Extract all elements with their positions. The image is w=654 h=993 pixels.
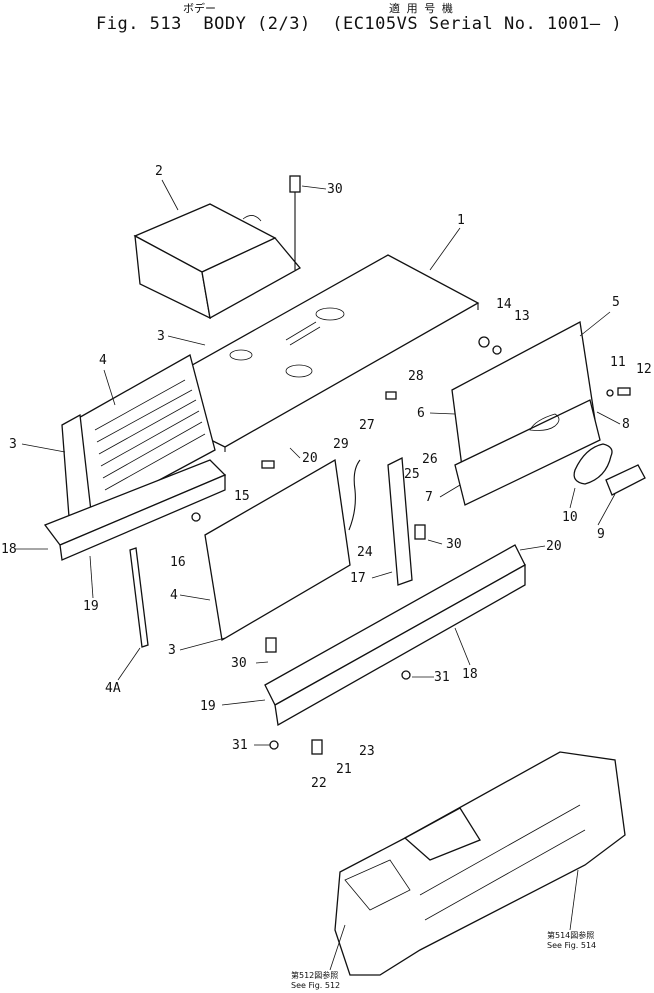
cross-references: 第512図参照 See Fig. 512 第514図参照 See Fig. 51… <box>291 930 596 990</box>
part-4-front-panel <box>204 458 351 642</box>
callout-28: 28 <box>408 369 424 384</box>
callout-31a: 31 <box>434 670 450 685</box>
leader-lines <box>15 179 621 971</box>
callout-21: 21 <box>336 762 352 777</box>
callout-labels: 1 2 3 3 3 4 4 4A 5 6 7 8 9 10 11 12 13 1… <box>1 164 652 791</box>
ref-fig512-jp: 第512図参照 <box>291 970 338 980</box>
callout-29: 29 <box>333 437 349 452</box>
callout-14: 14 <box>496 297 512 312</box>
callout-18a: 18 <box>1 542 17 557</box>
callout-3a: 3 <box>157 329 165 344</box>
section-title: BODY (2/3) <box>203 14 311 34</box>
part-5-right-panel <box>451 320 601 506</box>
callout-30c: 30 <box>231 656 247 671</box>
callout-31b: 31 <box>232 738 248 753</box>
callout-19a: 19 <box>83 599 99 614</box>
callout-4a: 4 <box>99 353 107 368</box>
callout-16: 16 <box>170 555 186 570</box>
callout-10: 10 <box>562 510 578 525</box>
callout-30b: 30 <box>446 537 462 552</box>
figure-label: Fig. 513 <box>96 14 182 34</box>
part-9-glass <box>605 464 646 496</box>
callout-17: 17 <box>350 571 366 586</box>
callout-2: 2 <box>155 164 163 179</box>
callout-1: 1 <box>457 213 465 228</box>
ref-fig514-jp: 第514図参照 <box>547 930 594 940</box>
callout-5: 5 <box>612 295 620 310</box>
callout-22: 22 <box>311 776 327 791</box>
callout-11: 11 <box>610 355 626 370</box>
callout-23: 23 <box>359 744 375 759</box>
machine-overview <box>334 751 626 976</box>
section-title-jp: ボデー <box>183 2 216 15</box>
callout-20b: 20 <box>546 539 562 554</box>
part-17-post <box>387 456 413 586</box>
applicability-text: (EC105VS Serial No. 1001– ) <box>332 14 623 34</box>
callout-18b: 18 <box>462 667 478 682</box>
part-10-seal <box>573 443 613 485</box>
fasteners <box>191 175 631 755</box>
callout-6: 6 <box>417 406 425 421</box>
callout-19b: 19 <box>200 699 216 714</box>
callout-12: 12 <box>636 362 652 377</box>
callout-4A: 4A <box>105 681 121 696</box>
part-24-rod <box>348 459 361 531</box>
callout-8: 8 <box>622 417 630 432</box>
part-18-rail-left <box>43 459 227 561</box>
callout-27: 27 <box>359 418 375 433</box>
callout-26: 26 <box>422 452 438 467</box>
callout-3c: 3 <box>168 643 176 658</box>
callout-24: 24 <box>357 545 373 560</box>
ref-fig512: See Fig. 512 <box>291 981 340 990</box>
applicability-title-jp: 適 用 号 機 <box>389 2 453 15</box>
callout-9: 9 <box>597 527 605 542</box>
callout-15: 15 <box>234 489 250 504</box>
part-4a-strip <box>129 547 149 648</box>
figure-header: Fig. 513 BODY (2/3) (EC105VS Serial No. … <box>96 14 622 34</box>
callout-30a: 30 <box>327 182 343 197</box>
callout-25: 25 <box>404 467 420 482</box>
callout-13: 13 <box>514 309 530 324</box>
part-18-rail-right <box>264 544 526 727</box>
callout-7: 7 <box>425 490 433 505</box>
part-2-box <box>133 203 302 320</box>
callout-4b: 4 <box>170 588 178 603</box>
callout-20a: 20 <box>302 451 318 466</box>
callout-3b: 3 <box>9 437 17 452</box>
ref-fig514: See Fig. 514 <box>547 941 596 950</box>
